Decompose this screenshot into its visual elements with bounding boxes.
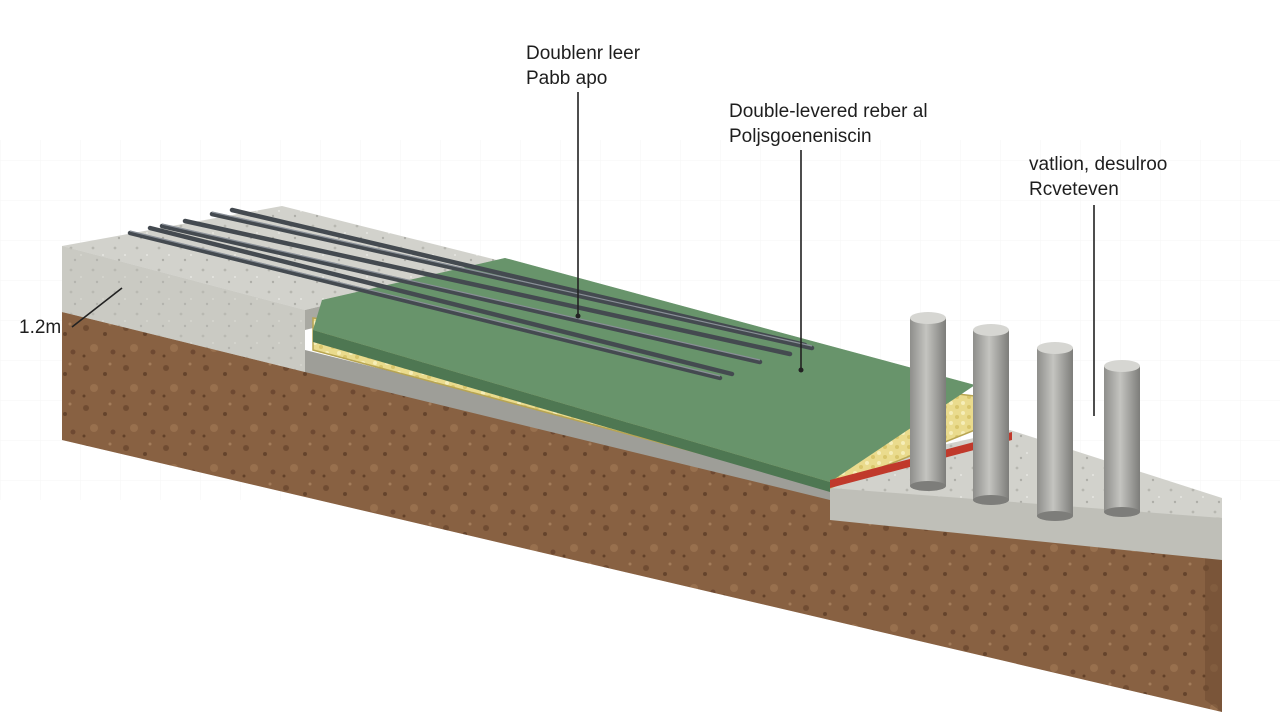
callout-piles-line1: vatlion, desulroo [1029,154,1168,175]
callout-rebar-line1: Double-levered reber al [729,101,928,122]
callout-slab-line1: Doublenr leer [526,43,641,64]
soil-layer [62,312,1222,712]
pile-1 [910,312,946,491]
green-membrane-layer [313,258,975,492]
leader-line-depth [71,287,123,328]
callout-rebar: Double-levered reber al Poljsgoeneniscin [729,99,928,149]
callout-slab: Doublenr leer Pabb apo [526,41,640,91]
callout-slab-line2: Pabb apo [526,68,608,89]
leader-dots [575,313,804,373]
leader-lines [71,92,1095,416]
rebar-highlights [129,211,813,377]
concrete-piles [910,312,1140,521]
pile-4 [1104,360,1140,517]
callout-piles: vatlion, desulroo Rcveteven [1029,152,1167,202]
callout-rebar-line2: Poljsgoeneniscin [729,126,872,147]
pile-2 [973,324,1009,505]
callout-piles-line2: Rcveteven [1029,179,1119,200]
depth-label: 1.2m [19,315,61,340]
depth-value: 1.2m [19,317,62,338]
pile-3 [1037,342,1073,521]
